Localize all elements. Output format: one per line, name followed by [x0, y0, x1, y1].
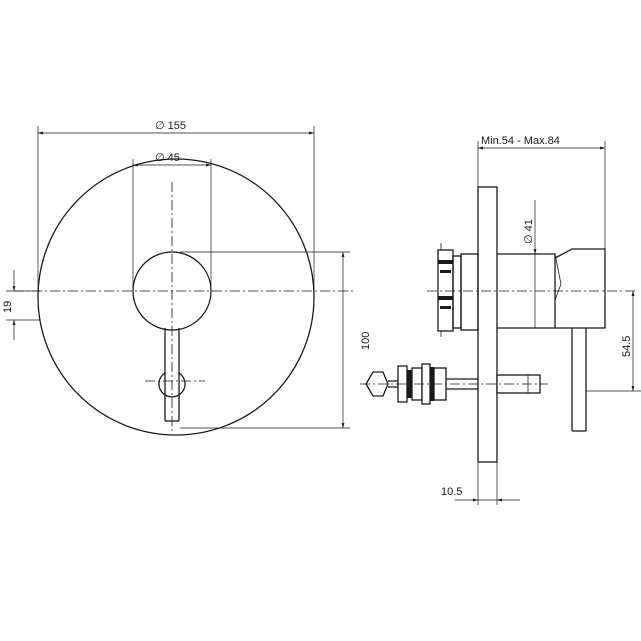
overall-height-label: 100	[360, 332, 372, 350]
lever-pivot	[158, 372, 186, 398]
side-view	[360, 186, 636, 463]
handle-diameter-label: ∅ 45	[155, 152, 180, 164]
dim-plate-diameter: ∅ 155	[37, 120, 315, 297]
handle-body	[497, 248, 606, 329]
dim-handle-diameter: ∅ 45	[132, 152, 212, 291]
dim-overall-height: 100	[180, 251, 372, 429]
dim-side-height: 54.5	[586, 291, 641, 392]
plate-profile	[477, 186, 498, 463]
front-view	[14, 158, 355, 436]
offset-height-label: 19	[2, 301, 14, 313]
body-diameter-label: ∅ 41	[523, 219, 535, 244]
dim-body-diameter: ∅ 41	[497, 200, 540, 329]
side-lever	[571, 328, 587, 432]
side-height-label: 54.5	[621, 336, 633, 357]
depth-range-label: Min.54 - Max.84	[481, 135, 560, 147]
dim-plate-thickness: 10.5	[441, 462, 520, 505]
dim-offset-height: 19	[2, 270, 40, 340]
plate-thickness-label: 10.5	[441, 486, 462, 498]
cover-plate	[37, 158, 315, 436]
dim-depth-range: Min.54 - Max.84	[477, 135, 606, 249]
plate-diameter-label: ∅ 155	[155, 120, 186, 132]
cartridge-housing	[437, 243, 479, 337]
